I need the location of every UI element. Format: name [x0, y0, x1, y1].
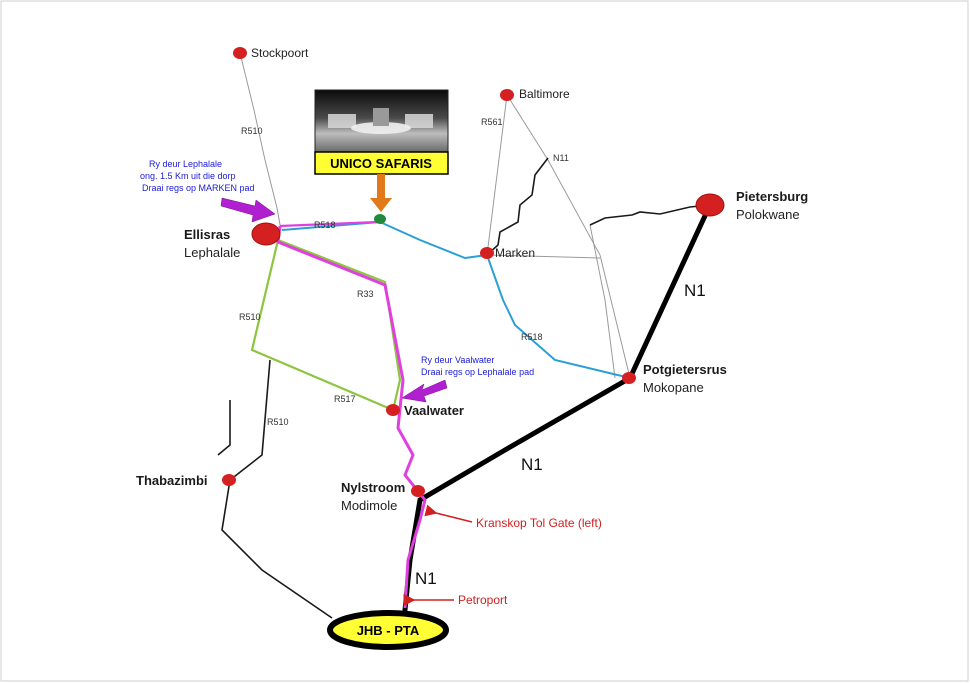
- marker-baltimore: [500, 89, 514, 101]
- road-marken-east: [486, 254, 601, 259]
- label-road-r561: R561: [481, 117, 503, 127]
- label-stockpoort: Stockpoort: [251, 46, 309, 60]
- marker-vaalwater: [386, 404, 400, 416]
- road-r518-west: [281, 220, 488, 260]
- label-road-r518-east: R518: [521, 332, 543, 342]
- vaalwater-note: Ry deur Vaalwater Draai regs op Lephalal…: [401, 355, 534, 403]
- blue-roads: [281, 220, 631, 379]
- town-markers: [222, 47, 725, 497]
- label-road-r510-north: R510: [241, 126, 263, 136]
- road-r510-r517: [250, 239, 394, 412]
- minor-roads: [239, 52, 631, 379]
- road-r518-east: [486, 254, 631, 379]
- label-baltimore: Baltimore: [519, 87, 570, 101]
- label-modimole: Modimole: [341, 498, 397, 513]
- label-road-r518-west: R518: [314, 220, 336, 230]
- road-r510-south: [229, 359, 271, 481]
- label-road-r517: R517: [334, 394, 356, 404]
- road-n1: [402, 202, 713, 613]
- road-r510-north: [239, 52, 282, 231]
- label-road-r510-west: R510: [239, 312, 261, 322]
- hub-label: JHB - PTA: [357, 623, 420, 638]
- label-road-r510-south: R510: [267, 417, 289, 427]
- town-labels: Stockpoort Baltimore Marken Ellisras Lep…: [136, 46, 808, 513]
- marker-ellisras: [251, 222, 281, 246]
- unico-safaris-callout: UNICO SAFARIS: [314, 89, 449, 212]
- road-n11-west: [486, 157, 549, 256]
- road-cross: [589, 224, 616, 379]
- label-road-n1-middle: N1: [521, 455, 543, 474]
- label-road-n1-south: N1: [415, 569, 437, 588]
- purple-arrow-icon: [401, 379, 448, 403]
- road-labels: R510 R518 R561 N11 R33 R510 R518 R517 R5…: [239, 117, 706, 588]
- purple-arrow-icon: [220, 197, 276, 223]
- label-pietersburg: Pietersburg: [736, 189, 808, 204]
- road-r561: [486, 94, 508, 256]
- petroport-callout: Petroport: [403, 593, 508, 607]
- route-lephalale-r518: [279, 220, 379, 228]
- marker-marken: [480, 247, 494, 259]
- label-thabazimbi: Thabazimbi: [136, 473, 208, 488]
- label-road-n11: N11: [553, 153, 569, 163]
- marker-nylstroom: [411, 485, 425, 497]
- label-road-r33: R33: [357, 289, 374, 299]
- label-nylstroom: Nylstroom: [341, 480, 405, 495]
- lodge-photo-building-left: [328, 114, 356, 128]
- green-roads: [250, 238, 402, 412]
- road-thabazimbi-south: [221, 479, 333, 619]
- marker-stockpoort: [233, 47, 247, 59]
- marker-thabazimbi: [222, 474, 236, 486]
- road-polokwane-west: [589, 204, 711, 226]
- label-road-n1-north: N1: [684, 281, 706, 300]
- label-petroport: Petroport: [458, 593, 508, 607]
- label-potgietersrus: Potgietersrus: [643, 362, 727, 377]
- note-lephalale-line1: Ry deur Lephalale: [149, 159, 222, 169]
- unico-safaris-label: UNICO SAFARIS: [330, 156, 432, 171]
- label-vaalwater: Vaalwater: [404, 403, 464, 418]
- kranskop-callout: Kranskop Tol Gate (left): [424, 504, 602, 530]
- road-n11-east: [506, 94, 631, 379]
- road-thabazimbi-west: [217, 400, 231, 456]
- route-main: [276, 225, 427, 609]
- note-lephalale-line2: ong. 1.5 Km uit die dorp: [140, 171, 236, 181]
- label-marken: Marken: [495, 246, 535, 260]
- black-roads: [217, 157, 711, 619]
- n1-highway: [402, 202, 713, 613]
- red-arrow-icon: [424, 504, 473, 523]
- note-vaalwater-line1: Ry deur Vaalwater: [421, 355, 494, 365]
- note-vaalwater-line2: Draai regs op Lephalale pad: [421, 367, 534, 377]
- lephalale-note: Ry deur Lephalale ong. 1.5 Km uit die do…: [140, 159, 276, 223]
- label-polokwane: Polokwane: [736, 207, 800, 222]
- label-kranskop-tol-gate: Kranskop Tol Gate (left): [476, 516, 602, 530]
- marker-unico-safaris: [374, 214, 386, 224]
- highlighted-route: [276, 220, 427, 609]
- label-ellisras: Ellisras: [184, 227, 230, 242]
- lodge-photo-pool: [351, 122, 411, 134]
- hub-ellipse: [327, 610, 449, 650]
- lodge-photo-fountain: [373, 108, 389, 126]
- jhb-pta-hub: JHB - PTA: [327, 610, 449, 650]
- orange-down-arrow-icon: [370, 174, 392, 212]
- label-mokopane: Mokopane: [643, 380, 704, 395]
- lodge-photo-building-right: [405, 114, 433, 128]
- label-lephalale: Lephalale: [184, 245, 240, 260]
- marker-pietersburg: [695, 193, 725, 217]
- marker-potgietersrus: [622, 372, 636, 384]
- note-lephalale-line3: Draai regs op MARKEN pad: [142, 183, 255, 193]
